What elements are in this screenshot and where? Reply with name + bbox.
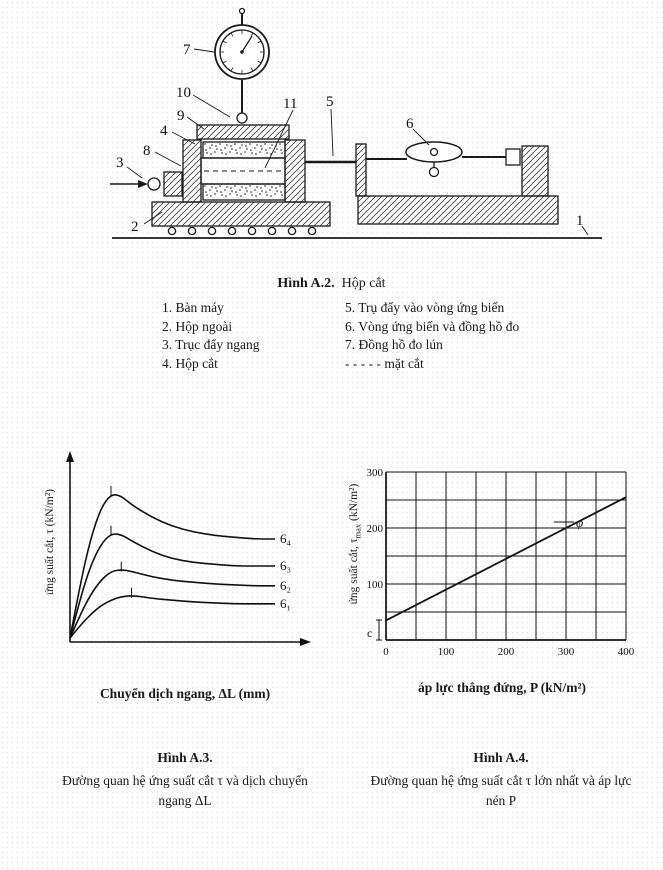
legend-item: 3. Trục đẩy ngang [162,337,260,352]
legend-item: 5. Trụ đẩy vào vòng ứng biến [345,300,505,315]
a4-xtick-200: 200 [498,646,515,658]
apparatus-figure: 7 10 9 11 5 6 4 8 3 2 1 [110,7,602,239]
callout-3: 3 [116,155,124,171]
curve-label-sigma1: 6₁ [280,596,291,611]
a3-curves [69,486,275,639]
a4-ylabel-post: (kN/m²) [348,483,360,524]
figure-a2-legend: 1. Bàn máy 2. Hộp ngoài 3. Trục đẩy ngan… [162,300,519,374]
support-base [357,195,559,225]
callout-1: 1 [576,213,584,229]
a3-ylabel: ứng suất cắt, τ (kN/m²) [44,489,56,595]
a3-xlabel: Chuyển dịch ngang, ΔL (mm) [99,686,271,701]
legend-item: 1. Bàn máy [162,300,224,315]
a4-xtick-0: 0 [383,646,389,658]
chart-a4: c φ 0 100 200 300 400 100 200 300 [367,467,635,658]
porous-stone-bottom [202,183,286,201]
figure-a3-caption-text: Đường quan hệ ứng suất cắt τ và dịch chu… [62,773,308,809]
proving-ring-dial [405,141,463,178]
porous-stone-top [202,141,286,159]
outer-box-base [151,201,331,227]
push-ball [147,177,161,191]
legend-item: - - - - - mặt cắt [345,355,424,371]
chart-a3: 6₄ 6₃ 6₂ 6₁ [66,451,311,646]
callout-7: 7 [183,42,191,58]
rod-bracket [355,143,367,197]
legend-item: 2. Hộp ngoài [162,318,233,334]
callout-11: 11 [283,96,297,112]
a4-xtick-300: 300 [558,646,575,658]
a4-ytick-200: 200 [367,523,384,535]
curve-label-sigma4: 6₄ [280,531,292,546]
callout-6: 6 [406,116,414,132]
callout-5: 5 [326,94,334,110]
a4-cohesion-label: c [367,626,372,640]
shear-box-left-wall [182,139,202,203]
a4-ytick-300: 300 [367,467,384,479]
a4-xlabel: áp lực thẳng đứng, P (kN/m²) [417,680,587,695]
legend-item: 7. Đồng hồ đo lún [345,337,443,352]
callout-10: 10 [176,85,191,101]
a3-axes [69,460,302,643]
figure-a3-caption: Hình A.3. Đường quan hệ ứng suất cắt τ v… [40,750,330,812]
curve-label-sigma2: 6₂ [280,578,291,593]
a3-xaxis-arrow [300,638,311,646]
legend-item: 4. Hộp cắt [162,355,218,371]
a4-ylabel: ứng suất cắt, τmax (kN/m²) [348,446,362,642]
push-arrowhead [138,180,148,188]
a4-ylabel-pre: ứng suất cắt, τ [348,538,360,605]
dial-gauge [214,7,270,113]
a4-ylabel-sub: max [352,523,363,539]
a4-ytick-100: 100 [367,579,384,591]
a4-grid [385,471,627,641]
figure-a2-caption-number: Hình A.2. [277,276,335,291]
figure-a2-caption-text: Hộp cắt [341,276,386,291]
support-column [521,145,549,197]
callout-2: 2 [131,219,139,235]
figure-a4-caption: Hình A.4. Đường quan hệ ứng suất cắt τ l… [346,750,656,812]
a4-cohesion-bracket [376,619,382,641]
anchor-block [505,148,521,166]
callout-4: 4 [160,123,168,139]
a4-xtick-100: 100 [438,646,455,658]
loading-ball [236,112,248,124]
shear-box-right-wall [284,139,306,203]
rollers [167,226,317,236]
loading-cap [196,124,290,140]
soil-sample [200,157,286,185]
callout-8: 8 [143,143,151,159]
figure-a2-caption: Hình A.2. Hộp cắt [0,276,663,292]
a4-friction-angle-label: φ [576,515,583,530]
legend-column-right: 5. Trụ đẩy vào vòng ứng biến 6. Vòng ứng… [345,300,519,374]
push-plate [163,171,183,197]
figure-a3-caption-number: Hình A.3. [157,750,213,765]
a4-envelope-line [385,496,627,622]
curve-label-sigma3: 6₃ [280,558,291,573]
callout-9: 9 [177,108,185,124]
legend-item: 6. Vòng ứng biến và đồng hồ đo [345,318,520,334]
a4-xtick-400: 400 [618,646,635,658]
figure-a4-caption-number: Hình A.4. [473,750,529,765]
legend-column-left: 1. Bàn máy 2. Hộp ngoài 3. Trục đẩy ngan… [162,300,337,374]
a3-yaxis-arrow [66,451,74,462]
figure-a4-caption-text: Đường quan hệ ứng suất cắt τ lớn nhất và… [370,773,632,809]
leader-lines [126,48,589,236]
